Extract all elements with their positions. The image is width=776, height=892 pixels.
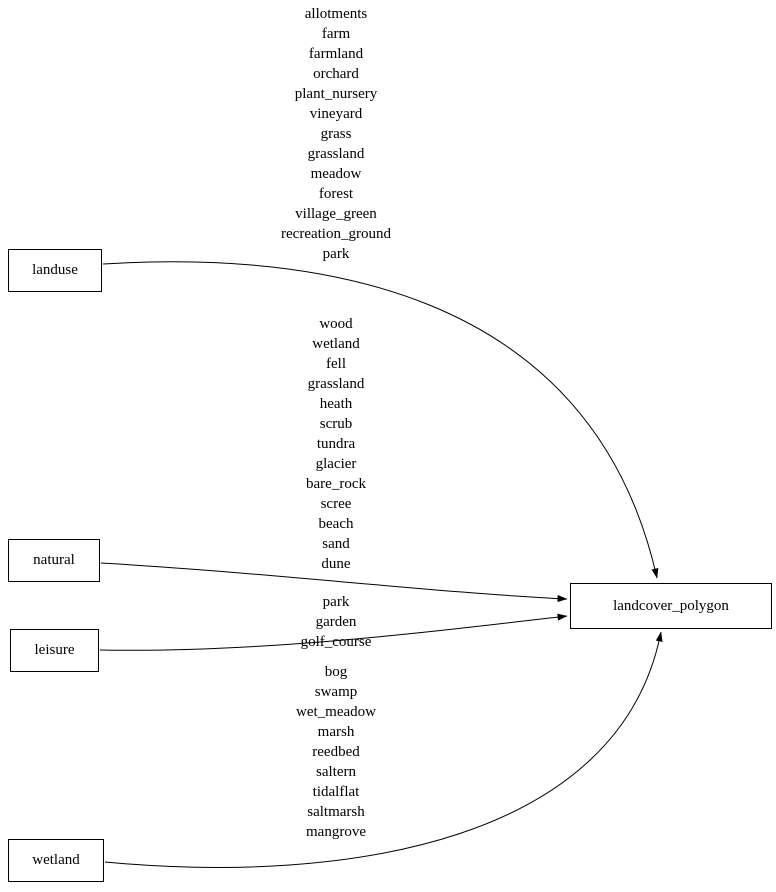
node-leisure-label: leisure [34, 642, 75, 658]
node-landcover-polygon: landcover_polygon [570, 583, 772, 629]
edge-label-leisure-values: park garden golf_course [300, 594, 372, 650]
node-landuse: landuse [8, 249, 102, 292]
node-natural-label: natural [33, 552, 75, 568]
node-leisure: leisure [10, 629, 99, 672]
node-wetland: wetland [8, 839, 104, 882]
node-landuse-label: landuse [32, 262, 78, 278]
edge-label-natural-values: wood wetland fell grassland heath scrub … [306, 316, 366, 572]
node-landcover-polygon-label: landcover_polygon [613, 597, 729, 614]
node-wetland-label: wetland [32, 852, 80, 868]
edge-label-landuse-values: allotments farm farmland orchard plant_n… [281, 6, 391, 262]
edge-label-wetland-values: bog swamp wet_meadow marsh reedbed salte… [296, 664, 376, 840]
node-natural: natural [8, 539, 100, 582]
